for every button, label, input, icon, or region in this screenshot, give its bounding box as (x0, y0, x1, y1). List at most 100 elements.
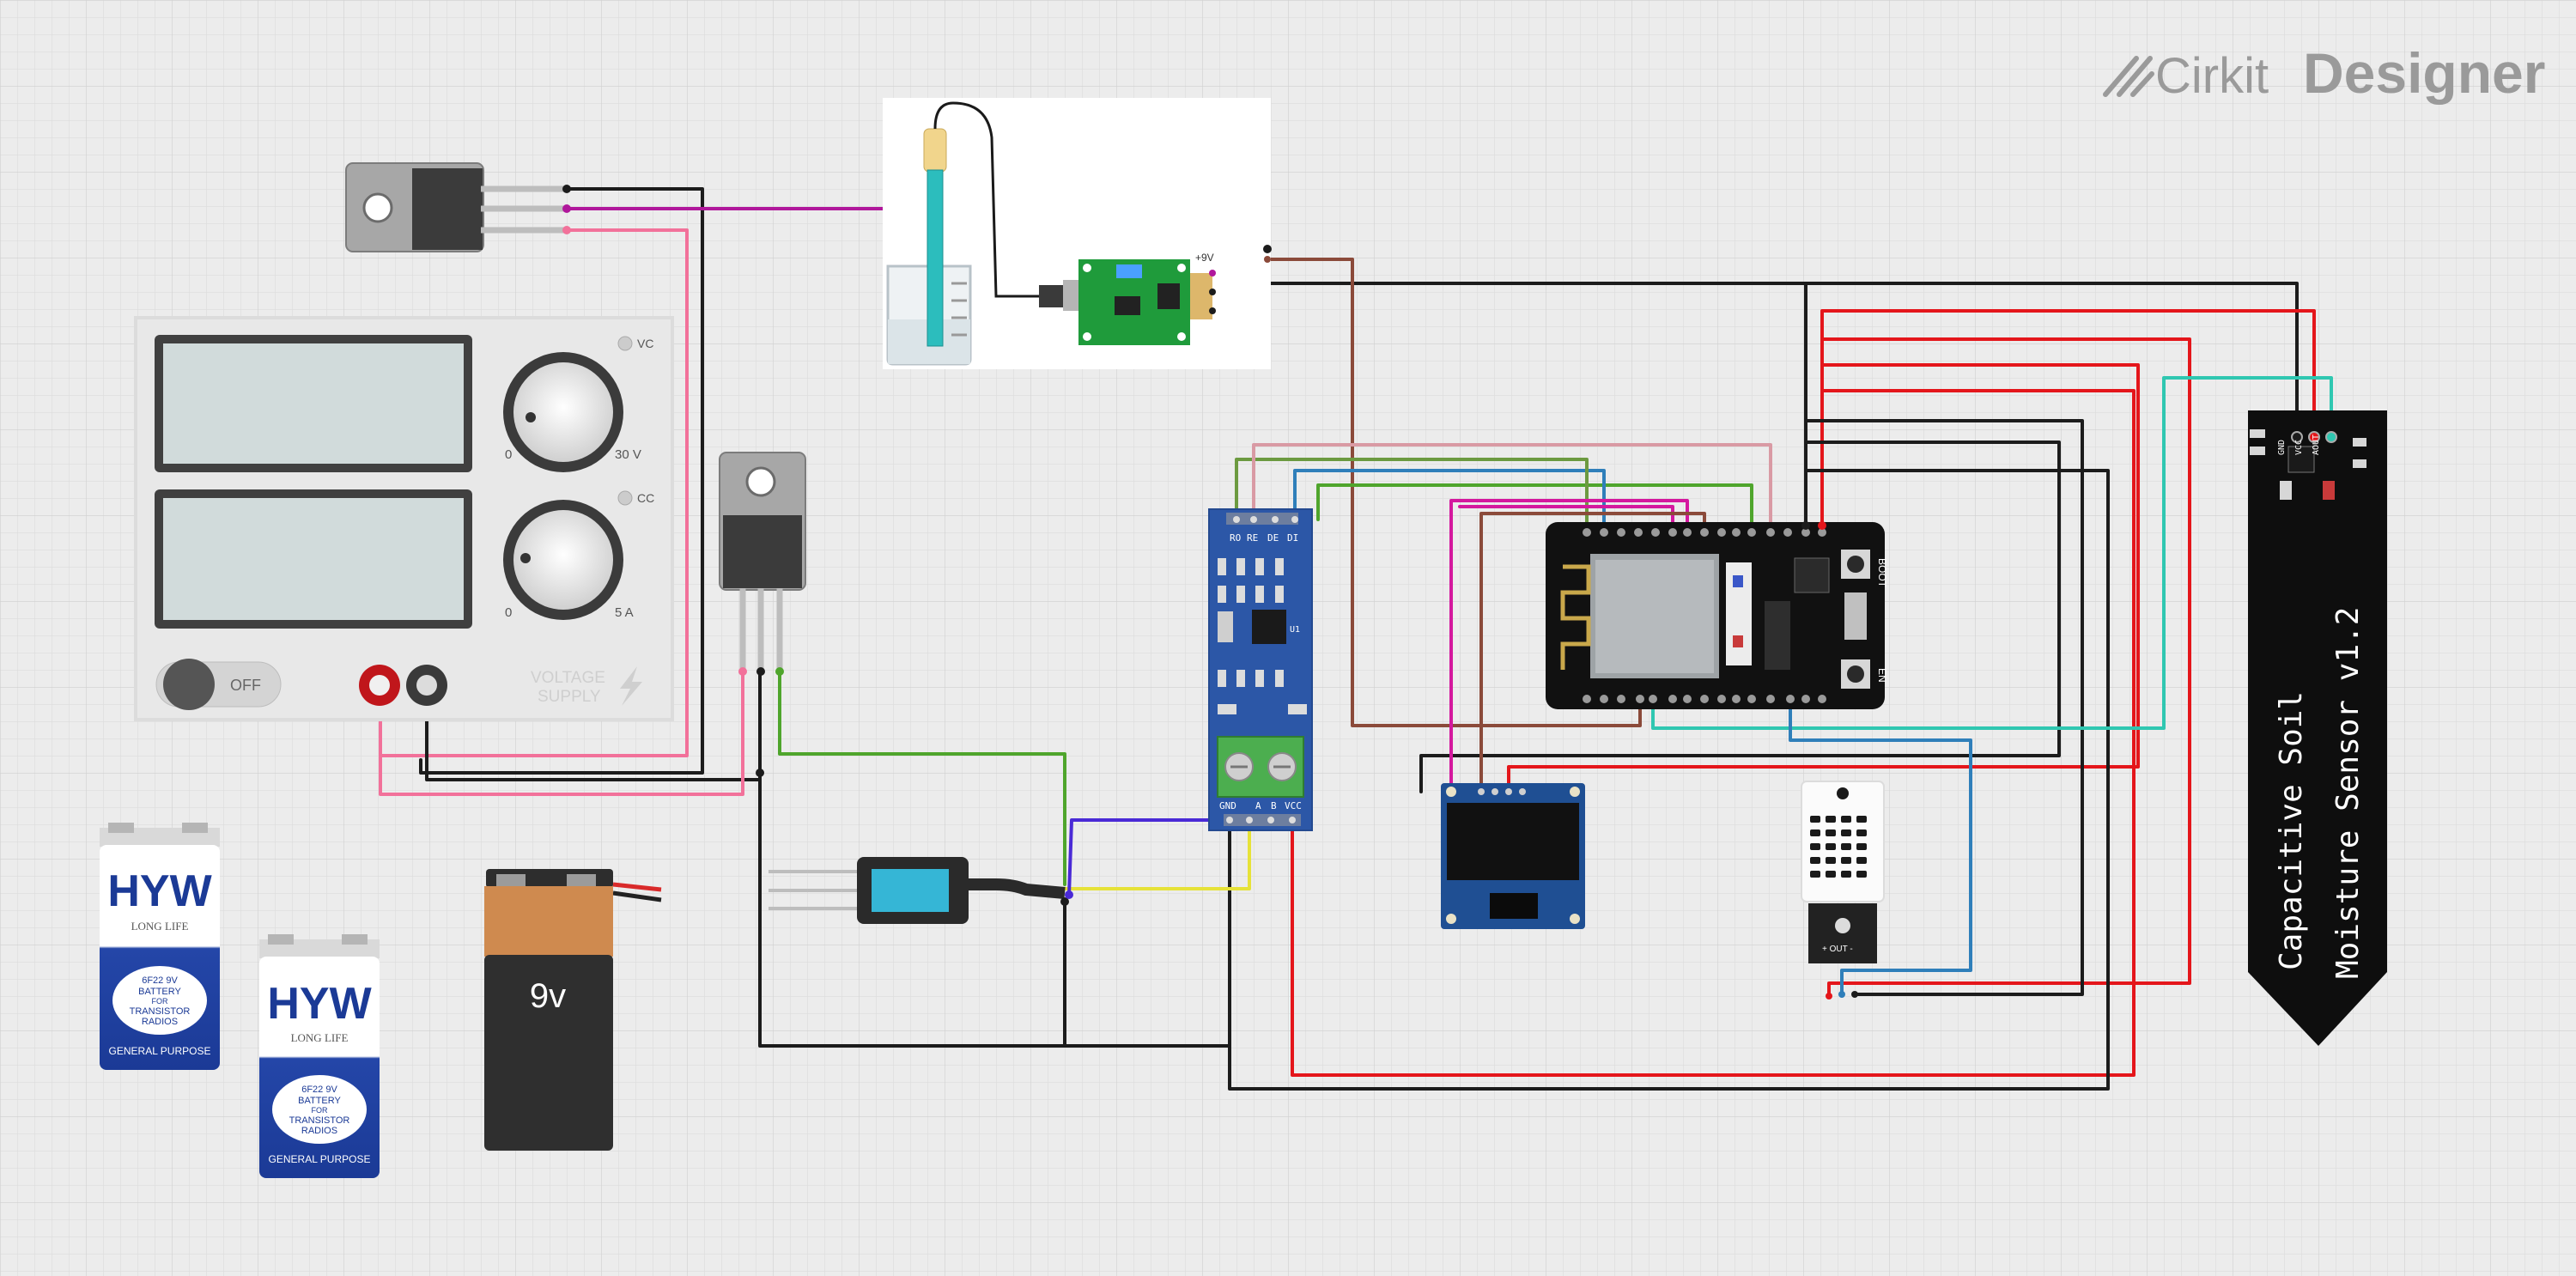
battery1-line2: BATTERY (138, 987, 181, 997)
cirkit-designer-logo: Cirkit Designer (2103, 41, 2545, 105)
rs485-screw-terminal[interactable] (1217, 736, 1304, 798)
rs485-pin-b: B (1271, 800, 1277, 811)
wire-black-dht-gnd[interactable] (1804, 419, 2084, 996)
wire-black-reg1-gnd[interactable] (419, 187, 704, 775)
wire-red-soil-vcc[interactable] (1820, 309, 2316, 527)
dc-power-supply[interactable]: 0 30 V 0 5 A VC CC OFF VOLTAGE SUPPLY (134, 316, 674, 721)
wire-black-ground-bus[interactable] (758, 771, 1231, 1048)
boot-button-label: BOOT (1876, 558, 1888, 588)
battery-9v[interactable]: 9v (484, 869, 662, 1151)
oled-pins (1478, 788, 1526, 795)
soil-sensor-pins (2291, 431, 2337, 443)
positive-terminal[interactable] (359, 665, 400, 706)
ph-pin-label: +9V (1195, 252, 1214, 264)
soil-probe-sensor[interactable] (769, 857, 1066, 924)
voltage-regulator-2[interactable] (719, 452, 806, 676)
wire-blue-dht-data[interactable] (1789, 702, 1972, 998)
vc-indicator-led (617, 336, 633, 351)
wire-blue-esp-rs485[interactable] (1293, 469, 1606, 527)
vc-indicator-label: VC (637, 337, 653, 350)
rs485-pin-gnd: GND (1219, 800, 1236, 811)
hyw-battery-1[interactable]: HYW LONG LIFE 6F22 9V BATTERY FOR TRANSI… (100, 823, 220, 1070)
logo-brand-text: Cirkit (2155, 48, 2269, 104)
rs485-pin-re: RE (1247, 532, 1258, 544)
rs485-chip (1252, 610, 1286, 644)
wire-red-esp32-rs485[interactable] (1291, 389, 2136, 1077)
esp32-devkit[interactable]: BOOT EN (1546, 522, 1888, 709)
soil-pin-aout: AOUT (2312, 434, 2321, 455)
rs485-pin-a: A (1255, 800, 1261, 811)
battery2-brand: HYW (267, 979, 372, 1029)
wire-yellow-sensor-rs485[interactable] (1029, 823, 1251, 890)
rs485-bottom-header (1224, 814, 1301, 826)
battery1-line4: TRANSISTOR (130, 1006, 191, 1017)
current-knob-min: 0 (505, 605, 512, 620)
boot-button[interactable] (1841, 550, 1870, 579)
power-switch-label: OFF (230, 677, 261, 694)
wire-black-rs485-gnd[interactable] (1228, 469, 2110, 1091)
wire-pink-esp-rs485[interactable] (1252, 443, 1772, 527)
wire-red-esp32-dht[interactable] (1820, 337, 2191, 998)
current-knob[interactable] (503, 500, 623, 620)
capacitive-soil-moisture-sensor[interactable]: GND VCC AOUT Capacitive Soil Moisture Se… (2248, 410, 2387, 1046)
battery1-footer: GENERAL PURPOSE (109, 1045, 211, 1057)
rs485-chip-label: U1 (1290, 625, 1300, 635)
panel-label-supply: SUPPLY (538, 688, 601, 706)
rs485-top-header (1226, 513, 1298, 525)
battery2-line1: 6F22 9V (301, 1085, 337, 1095)
wire-green-esp-rs485[interactable] (1316, 483, 1753, 527)
wire-black-psu-reg2[interactable] (425, 670, 762, 781)
battery2-line3: FOR (312, 1106, 328, 1115)
battery2-line4: TRANSISTOR (289, 1115, 350, 1126)
battery1-line1: 6F22 9V (142, 975, 178, 986)
rs485-pin-de: DE (1267, 532, 1279, 544)
ph-sensor-kit[interactable]: +9V (883, 98, 1272, 369)
battery1-line5: RADIOS (142, 1017, 178, 1027)
battery2-footer: GENERAL PURPOSE (269, 1153, 371, 1165)
wire-green-reg2-rs485[interactable] (778, 670, 1066, 886)
voltage-regulator-1[interactable] (345, 162, 571, 252)
esp32-components (1726, 557, 1867, 670)
battery1-line3: FOR (152, 997, 168, 1006)
rs485-pin-vcc: VCC (1285, 800, 1302, 811)
voltage-knob[interactable] (503, 352, 623, 472)
wire-junctions (756, 521, 1826, 906)
wire-red-esp32-oled[interactable] (1507, 363, 2140, 793)
cc-indicator-led (617, 490, 633, 506)
wire-brown-esp-oled[interactable] (1479, 512, 1706, 793)
ph-board (1078, 259, 1190, 345)
soil-pin-gnd: GND (2277, 440, 2287, 455)
ph-pin-header (1190, 245, 1272, 319)
rs485-components (1218, 558, 1307, 714)
dht22-sensor[interactable]: + OUT - (1801, 781, 1885, 1000)
oled-display[interactable] (1441, 783, 1585, 929)
wire-teal-soil-aout[interactable] (1651, 376, 2333, 730)
en-button-label: EN (1876, 668, 1888, 683)
dht22-grille (1810, 816, 1867, 878)
battery2-line2: BATTERY (298, 1096, 341, 1106)
wire-pink-reg1-psu[interactable] (379, 228, 689, 757)
wire-purple-sensor-rs485[interactable] (1067, 818, 1238, 896)
soil-pin-vcc: VCC (2294, 440, 2304, 455)
negative-terminal[interactable] (406, 665, 447, 706)
voltage-knob-min: 0 (505, 447, 512, 462)
dht22-pin-label: + OUT - (1822, 945, 1853, 954)
rs485-module[interactable]: RO RE DE DI U1 (1208, 508, 1313, 831)
wire-brown-ph-esp32[interactable] (1266, 258, 1642, 727)
battery1-tagline: LONG LIFE (131, 920, 189, 933)
rs485-pin-di: DI (1287, 532, 1298, 544)
ph-probe-beaker (886, 101, 1039, 366)
wire-pink-psu-reg2[interactable] (379, 670, 744, 796)
wire-black-oled-gnd[interactable] (1419, 441, 2061, 793)
wire-magenta-esp-oled-2[interactable] (1458, 505, 1674, 527)
panel-label-voltage: VOLTAGE (531, 669, 605, 687)
rs485-bottom-labels: VCC B A GND (1219, 800, 1302, 811)
en-button[interactable] (1841, 659, 1870, 689)
power-switch[interactable]: OFF (155, 659, 282, 710)
current-knob-max: 5 A (615, 605, 634, 620)
wire-olive-esp-rs485[interactable] (1235, 458, 1589, 527)
logo-product-text: Designer (2303, 41, 2545, 105)
hyw-battery-2[interactable]: HYW LONG LIFE 6F22 9V BATTERY FOR TRANSI… (259, 934, 380, 1178)
voltage-knob-max: 30 V (615, 447, 641, 462)
